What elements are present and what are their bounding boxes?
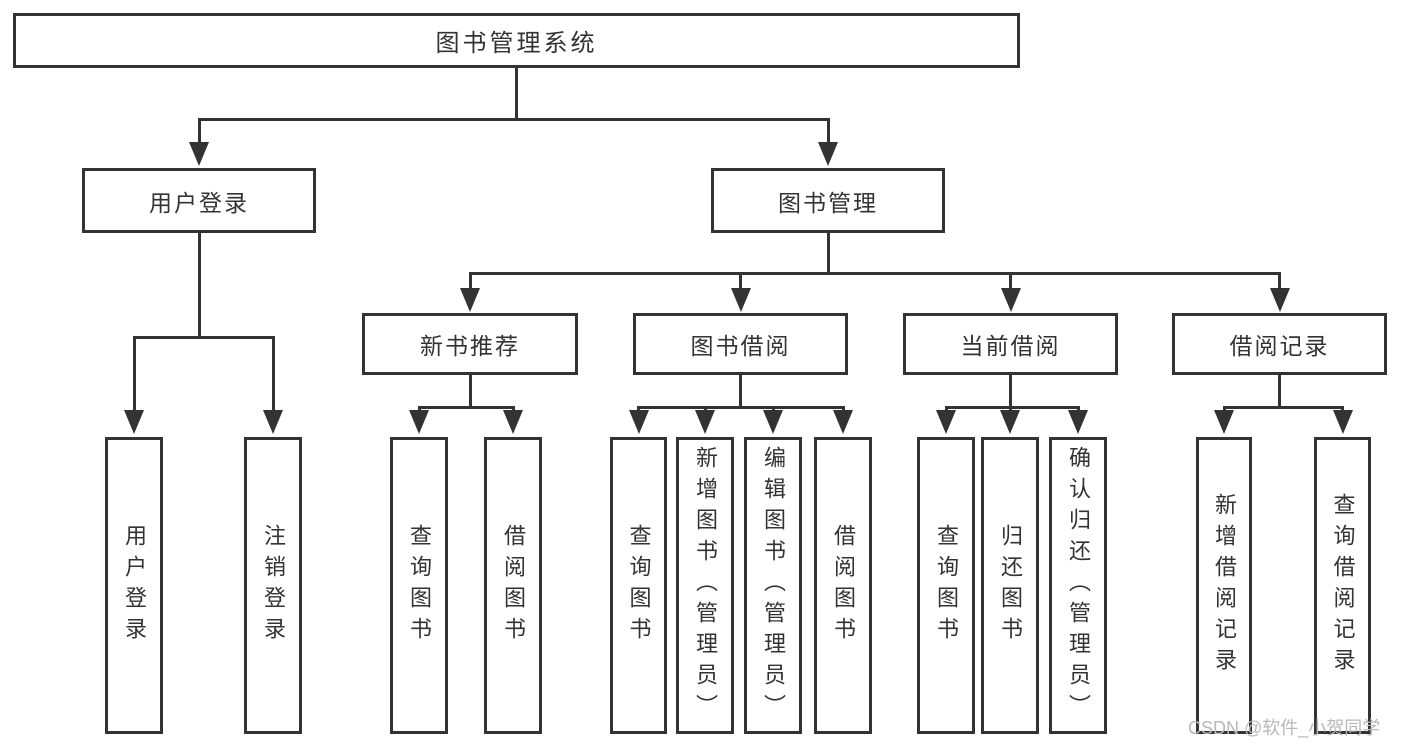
node-user-login-label: 用户登录 bbox=[149, 189, 249, 216]
arrowhead-borrowing-records bbox=[1269, 288, 1290, 312]
arrowhead-g4-leaf1 bbox=[936, 410, 956, 434]
node-new-book-recommend: 新书推荐 bbox=[362, 313, 578, 375]
connector-user-login-hline bbox=[132, 336, 275, 339]
leaf-confirm-return-admin: 确认归还（管理员） bbox=[1049, 437, 1107, 734]
arrowhead-g3-leaf4 bbox=[833, 410, 853, 434]
connector-leaf-user-login-stem bbox=[132, 336, 136, 412]
leaf-logout-login-label: 注销登录 bbox=[261, 523, 286, 648]
arrowhead-g4-leaf2 bbox=[1000, 410, 1020, 434]
leaf-query-books-current-label: 查询图书 bbox=[934, 523, 959, 648]
leaf-logout-login: 注销登录 bbox=[244, 437, 302, 734]
arrowhead-book-borrowing bbox=[730, 288, 751, 312]
connector-user-login-stem bbox=[197, 118, 201, 146]
leaf-query-books-borrowing-label: 查询图书 bbox=[626, 523, 652, 648]
leaf-add-books-admin: 新增图书（管理员） bbox=[676, 437, 734, 734]
node-current-borrowing: 当前借阅 bbox=[903, 313, 1118, 375]
arrowhead-g5-leaf2 bbox=[1332, 410, 1353, 434]
arrowhead-g2-leaf1 bbox=[409, 410, 429, 434]
arrowhead-leaf-user-login bbox=[124, 410, 144, 434]
csdn-watermark: CSDN @软件_小贺同学 bbox=[1188, 718, 1381, 738]
leaf-edit-books-admin: 编辑图书（管理员） bbox=[744, 437, 802, 734]
connector-borrowing-records-down bbox=[1278, 373, 1281, 408]
connector-g2-leaf1-stem bbox=[417, 406, 421, 412]
node-borrowing-records: 借阅记录 bbox=[1172, 313, 1387, 375]
leaf-user-login-label: 用户登录 bbox=[122, 523, 147, 648]
connector-current-borrowing-stem bbox=[1009, 272, 1012, 290]
connector-level3-hline bbox=[468, 272, 1281, 275]
node-root: 图书管理系统 bbox=[13, 13, 1020, 68]
leaf-query-books-recommend-label: 查询图书 bbox=[407, 523, 432, 648]
arrowhead-g3-leaf3 bbox=[763, 410, 783, 434]
connector-new-book-stem bbox=[468, 272, 472, 290]
node-book-borrowing: 图书借阅 bbox=[633, 313, 848, 375]
node-borrowing-records-label: 借阅记录 bbox=[1229, 333, 1330, 359]
connector-book-management-down bbox=[826, 231, 830, 274]
connector-root-stem bbox=[515, 66, 518, 120]
connector-current-borrowing-hline bbox=[944, 406, 1080, 409]
node-book-borrowing-label: 图书借阅 bbox=[690, 333, 791, 359]
leaf-return-books-label: 归还图书 bbox=[998, 523, 1023, 648]
leaf-user-login: 用户登录 bbox=[105, 437, 163, 734]
connector-g4-leaf2-stem bbox=[1008, 406, 1012, 412]
node-book-management-label: 图书管理 bbox=[778, 189, 878, 216]
leaf-borrow-books-recommend-label: 借阅图书 bbox=[501, 523, 526, 648]
connector-book-borrowing-hline bbox=[637, 406, 843, 409]
connector-borrowing-records-stem bbox=[1278, 272, 1281, 290]
leaf-edit-books-admin-label: 编辑图书（管理员） bbox=[761, 446, 786, 725]
connector-book-borrowing-down bbox=[739, 373, 742, 408]
leaf-add-books-admin-label: 新增图书（管理员） bbox=[693, 446, 718, 725]
node-user-login: 用户登录 bbox=[82, 168, 316, 233]
leaf-query-books-borrowing: 查询图书 bbox=[610, 437, 667, 734]
connector-book-borrowing-stem bbox=[739, 272, 742, 290]
connector-current-borrowing-down bbox=[1009, 373, 1012, 408]
connector-g4-leaf3-stem bbox=[1076, 406, 1080, 412]
arrowhead-g4-leaf3 bbox=[1068, 410, 1088, 434]
leaf-borrow-books-borrowing: 借阅图书 bbox=[814, 437, 872, 734]
connector-g3-leaf3-stem bbox=[771, 406, 775, 412]
connector-g4-leaf1-stem bbox=[944, 406, 948, 412]
node-book-management: 图书管理 bbox=[711, 168, 945, 233]
leaf-add-borrow-record: 新增借阅记录 bbox=[1196, 437, 1252, 734]
leaf-borrow-books-borrowing-label: 借阅图书 bbox=[831, 523, 856, 648]
node-current-borrowing-label: 当前借阅 bbox=[960, 333, 1061, 359]
arrowhead-new-book-recommend bbox=[460, 288, 480, 312]
arrowhead-g3-leaf2 bbox=[695, 410, 715, 434]
arrowhead-g3-leaf1 bbox=[628, 410, 649, 434]
connector-g5-leaf1-stem bbox=[1222, 406, 1226, 412]
leaf-confirm-return-admin-label: 确认归还（管理员） bbox=[1066, 446, 1091, 725]
node-new-book-recommend-label: 新书推荐 bbox=[420, 333, 520, 359]
connector-new-book-down bbox=[468, 373, 472, 408]
connector-level2-hline bbox=[197, 118, 830, 121]
leaf-query-books-recommend: 查询图书 bbox=[390, 437, 448, 734]
arrowhead-current-borrowing bbox=[1000, 288, 1021, 312]
leaf-query-borrow-record: 查询借阅记录 bbox=[1314, 437, 1371, 734]
arrowhead-leaf-logout bbox=[263, 410, 283, 434]
arrowhead-book-management bbox=[818, 142, 838, 166]
arrowhead-g2-leaf2 bbox=[503, 410, 523, 434]
leaf-borrow-books-recommend: 借阅图书 bbox=[484, 437, 542, 734]
connector-book-management-stem bbox=[826, 118, 830, 146]
connector-g5-leaf2-stem bbox=[1341, 406, 1344, 412]
leaf-return-books: 归还图书 bbox=[981, 437, 1039, 734]
node-root-label: 图书管理系统 bbox=[435, 30, 598, 57]
connector-user-login-down bbox=[197, 231, 201, 338]
connector-g2-leaf2-stem bbox=[511, 406, 515, 412]
connector-borrowing-records-hline bbox=[1222, 406, 1344, 409]
arrowhead-user-login bbox=[189, 142, 209, 166]
connector-g3-leaf2-stem bbox=[703, 406, 707, 412]
connector-new-book-hline bbox=[417, 406, 515, 409]
connector-g3-leaf4-stem bbox=[841, 406, 845, 412]
leaf-query-borrow-record-label: 查询借阅记录 bbox=[1330, 492, 1356, 679]
arrowhead-g5-leaf1 bbox=[1214, 410, 1234, 434]
leaf-query-books-current: 查询图书 bbox=[917, 437, 975, 734]
connector-g3-leaf1-stem bbox=[637, 406, 640, 412]
connector-leaf-logout-stem bbox=[271, 336, 275, 412]
leaf-add-borrow-record-label: 新增借阅记录 bbox=[1212, 492, 1237, 679]
